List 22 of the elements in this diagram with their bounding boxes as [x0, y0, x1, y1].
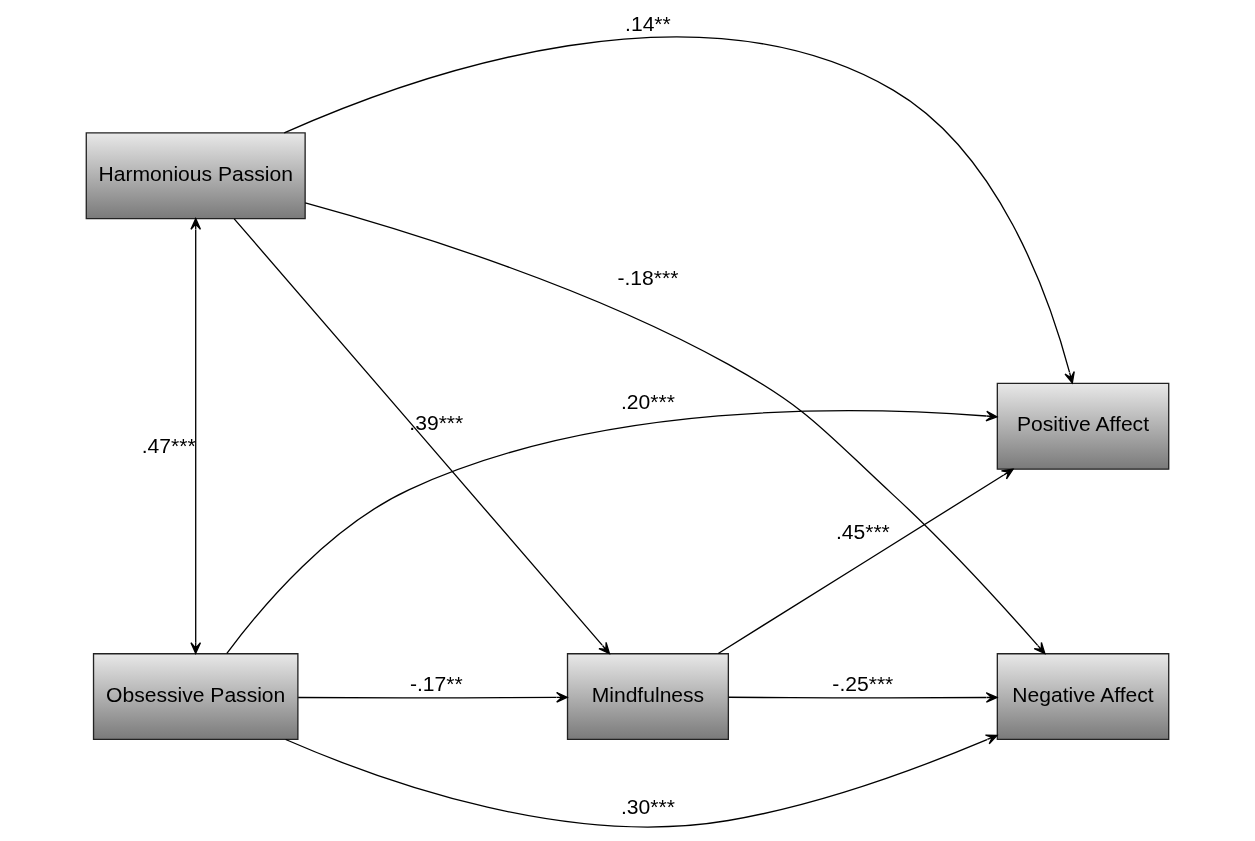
node-box: Harmonious Passion	[85, 132, 306, 220]
edge-label: .14**	[625, 11, 671, 35]
arrow	[233, 218, 611, 655]
edge-label: -.18***	[617, 265, 679, 289]
node-box: Negative Affect	[996, 653, 1170, 741]
node-box: Mindfulness	[566, 653, 729, 741]
arrow	[190, 218, 202, 654]
edge-label: .47***	[141, 433, 196, 457]
node-box: Obsessive Passion	[92, 653, 299, 741]
arrow	[297, 691, 568, 703]
arrow	[717, 468, 1014, 655]
edge-label: .39***	[409, 410, 464, 434]
edge-label: -.25***	[832, 672, 894, 696]
arrow	[304, 202, 1046, 655]
arrow	[728, 692, 998, 703]
arrow	[283, 36, 1075, 384]
edge-label: .45***	[835, 520, 890, 544]
node-box: Positive Affect	[996, 382, 1170, 470]
edge-label: .20***	[620, 389, 675, 413]
edge-label: -.17**	[409, 672, 463, 696]
edge-label: .30***	[620, 794, 675, 818]
arrow	[226, 410, 998, 654]
